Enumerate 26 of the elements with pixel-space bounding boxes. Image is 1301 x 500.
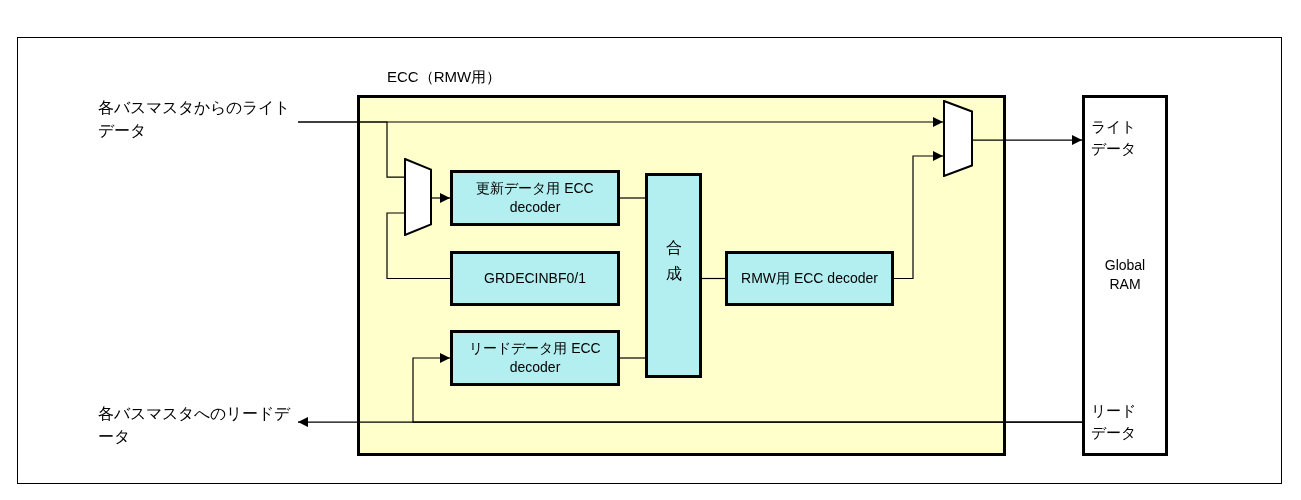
memory-block bbox=[1082, 95, 1168, 456]
port-label: ライトデータ bbox=[1091, 117, 1137, 159]
decoder-block bbox=[450, 170, 620, 226]
block-label: 更新データ用 ECC decoder bbox=[475, 179, 595, 217]
block-label: GRDECINBF0/1 bbox=[484, 269, 586, 288]
decoder-block bbox=[725, 251, 894, 306]
block-label: リードデータ用 ECC decoder bbox=[468, 339, 602, 377]
decoder-block bbox=[450, 251, 620, 306]
signal-line bbox=[619, 357, 646, 359]
signal-label: 各バスマスタへのリードデータ bbox=[98, 402, 298, 448]
decoder-block bbox=[450, 330, 620, 386]
signal-line bbox=[297, 121, 405, 178]
signal-line bbox=[972, 135, 1083, 146]
memory-label: Global RAM bbox=[1103, 256, 1147, 294]
signal-line bbox=[386, 212, 451, 280]
signal-line bbox=[619, 197, 646, 199]
block-label: RMW用 ECC decoder bbox=[741, 269, 878, 288]
signal-line bbox=[701, 277, 726, 280]
module-title: ECC（RMW用） bbox=[387, 67, 502, 87]
signal-line bbox=[431, 193, 451, 203]
block-label: 合成 bbox=[665, 237, 682, 284]
merge-block bbox=[645, 173, 702, 378]
port-label: リードデータ bbox=[1091, 401, 1137, 443]
signal-label: 各バスマスタからのライトデータ bbox=[98, 96, 298, 146]
signal-line bbox=[893, 151, 944, 280]
signal-line bbox=[412, 353, 1083, 423]
